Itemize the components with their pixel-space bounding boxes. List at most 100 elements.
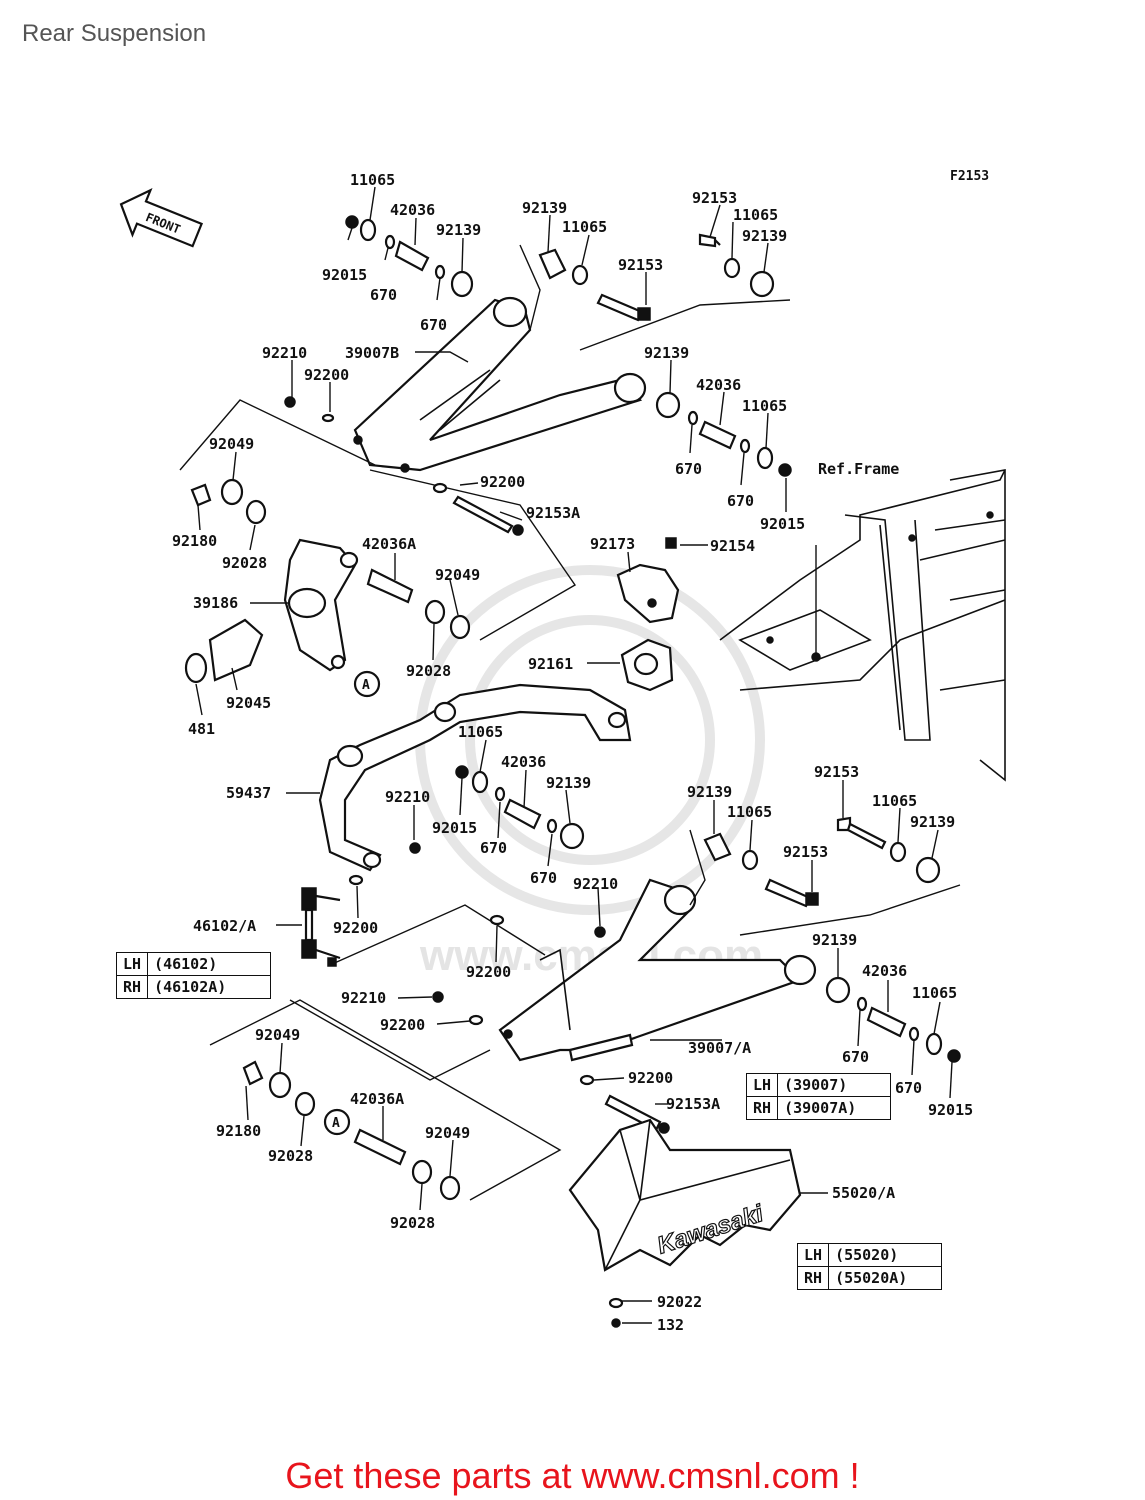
washer-92200-mid <box>489 914 505 926</box>
lower-arm-outline-b <box>739 884 961 936</box>
frame-reference <box>719 469 1006 782</box>
table-cell: LH <box>115 952 149 976</box>
part-label: 92139 <box>436 221 481 239</box>
part-label: 92049 <box>209 435 254 453</box>
lower-arm-outline-c <box>329 904 546 966</box>
part-label: 92210 <box>573 875 618 893</box>
table-cell: RH <box>745 1096 779 1120</box>
bolt-head-92153A-upper <box>512 524 524 536</box>
nut-92210-lower <box>432 991 444 1003</box>
part-label: 481 <box>188 720 215 738</box>
part-label: 92180 <box>216 1122 261 1140</box>
part-label: 92139 <box>644 344 689 362</box>
bushing-stack-mid-left <box>455 765 585 850</box>
part-label: 92153A <box>526 504 580 522</box>
seal-92049-a <box>220 478 244 506</box>
part-label: 39186 <box>193 594 238 612</box>
part-label: 92210 <box>262 344 307 362</box>
table-cell: (39007A) <box>777 1096 892 1120</box>
part-label: 92200 <box>380 1016 425 1034</box>
diagram-code: F2153 <box>950 169 989 184</box>
part-label: 670 <box>420 316 447 334</box>
bushing-92028-b <box>424 599 446 625</box>
part-label: 92028 <box>268 1147 313 1165</box>
washer-92200-upper <box>321 413 335 423</box>
part-label: 11065 <box>912 984 957 1002</box>
leader-lines <box>195 186 953 1324</box>
part-label: 92015 <box>760 515 805 533</box>
clip-92180-upper <box>190 483 212 507</box>
seal-92049-c <box>268 1071 292 1099</box>
bolt-92153A-upper <box>452 495 514 534</box>
part-label: 92139 <box>522 199 567 217</box>
holder-92173 <box>616 537 680 624</box>
table-cell: RH <box>796 1266 830 1290</box>
part-label: 42036A <box>350 1090 404 1108</box>
part-label: 92028 <box>222 554 267 572</box>
part-label: 11065 <box>350 171 395 189</box>
bushing-92028-d <box>411 1159 433 1185</box>
part-label: 92154 <box>710 537 755 555</box>
part-label: 92139 <box>742 227 787 245</box>
part-label: 11065 <box>458 723 503 741</box>
part-label: 92180 <box>172 532 217 550</box>
table-cell: (46102) <box>147 952 272 976</box>
part-label: 92153 <box>692 189 737 207</box>
bushing-92161 <box>620 638 674 692</box>
part-label: 92028 <box>406 662 451 680</box>
part-labels: 11065 42036 92139 92015 670 670 92139 11… <box>172 171 973 1334</box>
part-label: 670 <box>675 460 702 478</box>
part-label: 92153A <box>666 1095 720 1113</box>
table-cell: (46102A) <box>147 975 272 999</box>
part-label: 92153 <box>618 256 663 274</box>
part-label: 92161 <box>528 655 573 673</box>
part-label: 92015 <box>322 266 367 284</box>
part-label: 92200 <box>466 963 511 981</box>
callout-a-lower <box>323 1108 351 1136</box>
bearing-92045 <box>208 618 264 682</box>
part-label: 11065 <box>727 803 772 821</box>
part-label: 59437 <box>226 784 271 802</box>
stabilizer-59437 <box>318 683 632 872</box>
part-label: 92028 <box>390 1214 435 1232</box>
bushing-stack-upper-right <box>655 391 792 477</box>
part-label: 92049 <box>425 1124 470 1142</box>
front-arrow-icon: FRONT <box>119 188 204 248</box>
part-label: 92210 <box>341 989 386 1007</box>
part-label: 92045 <box>226 694 271 712</box>
bolt-132 <box>611 1318 621 1328</box>
sleeve-42036A-upper <box>366 568 414 604</box>
table-cell: (39007) <box>777 1073 892 1097</box>
part-label: 92049 <box>435 566 480 584</box>
part-label: 11065 <box>562 218 607 236</box>
part-label: 670 <box>842 1048 869 1066</box>
guard-55020: Kawasaki <box>568 1118 802 1272</box>
part-label: 92139 <box>910 813 955 831</box>
part-label: 92200 <box>333 919 378 937</box>
clip-92180-lower <box>242 1060 264 1086</box>
part-label: 42036 <box>501 753 546 771</box>
part-label: 11065 <box>733 206 778 224</box>
part-label: 92210 <box>385 788 430 806</box>
part-label: 92153 <box>814 763 859 781</box>
footer-link[interactable]: Get these parts at www.cmsnl.com ! <box>285 1455 860 1496</box>
part-label: 92139 <box>687 783 732 801</box>
nut-92210-stab <box>409 842 421 854</box>
side-table-46102: LH(46102) RH(46102A) <box>115 952 272 999</box>
callout-a-upper <box>353 670 381 698</box>
bushing-stack-top-mid <box>538 233 775 322</box>
part-label: 92049 <box>255 1026 300 1044</box>
washer-92022 <box>608 1297 624 1309</box>
part-label: 92022 <box>657 1293 702 1311</box>
table-cell: (55020A) <box>828 1266 943 1290</box>
knuckle-39186 <box>283 538 359 672</box>
seal-92049-d <box>439 1175 461 1201</box>
nut-92210-upper <box>284 396 296 408</box>
part-label: 92139 <box>546 774 591 792</box>
upper-arm-39007B <box>353 296 647 473</box>
page-title: Rear Suspension <box>22 20 207 47</box>
washer-92200-b <box>432 482 448 494</box>
part-label: 92153 <box>783 843 828 861</box>
part-label: 670 <box>530 869 557 887</box>
